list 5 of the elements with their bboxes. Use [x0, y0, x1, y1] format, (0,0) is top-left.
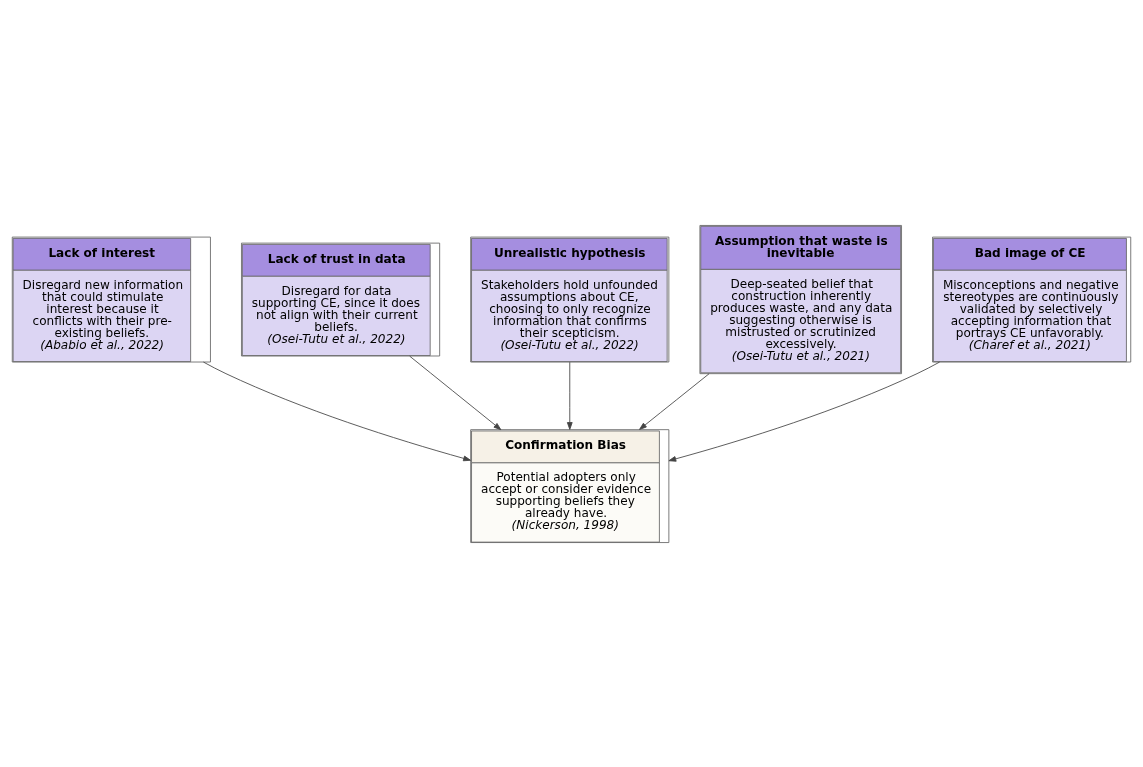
arrow: [668, 361, 941, 462]
arrow: [409, 355, 502, 430]
arrow: [203, 361, 471, 461]
arrow: [639, 372, 710, 430]
arrow: [566, 361, 573, 430]
